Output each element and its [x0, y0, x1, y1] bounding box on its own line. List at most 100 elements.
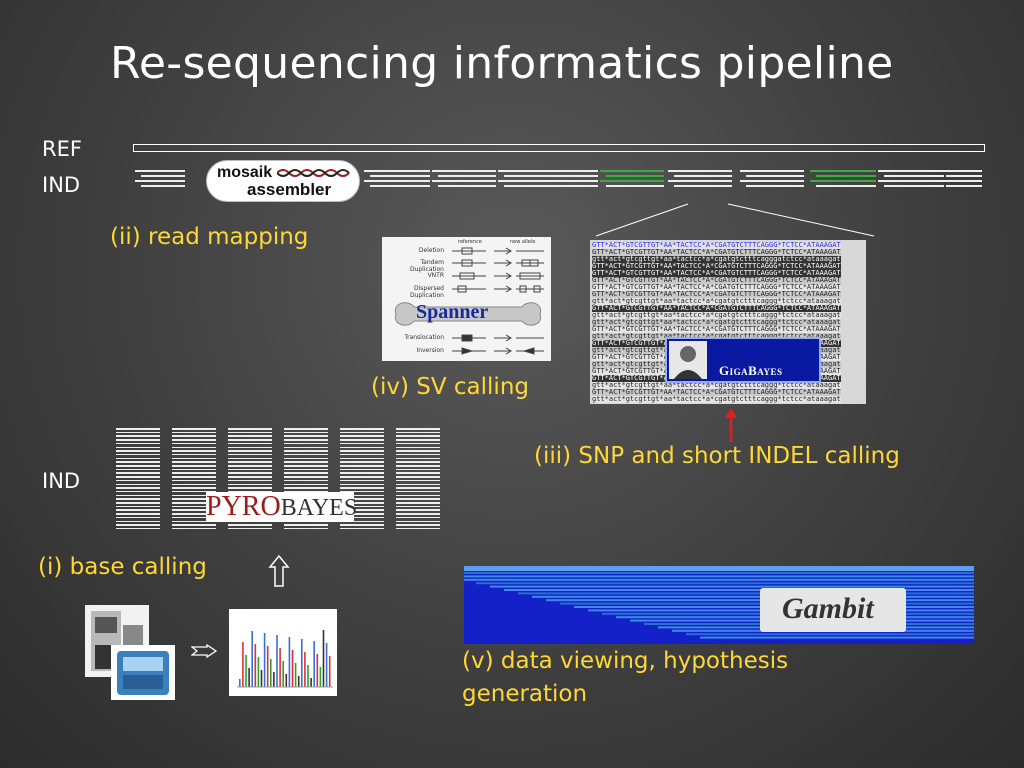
trace-bar — [313, 641, 315, 687]
read-segment — [504, 185, 560, 187]
read-segment — [370, 175, 430, 177]
raw-read-segment — [340, 439, 384, 441]
read-segment — [878, 170, 944, 172]
trace-bar — [260, 670, 263, 687]
read-segment — [536, 170, 598, 172]
gambit-ruler — [464, 566, 974, 571]
raw-read-segment — [228, 465, 272, 467]
raw-read-segment — [228, 468, 272, 471]
red-up-arrow-icon — [725, 408, 737, 442]
read-segment — [816, 175, 876, 177]
gambit-logo-text: Gambit — [782, 592, 874, 625]
raw-read-segment — [284, 457, 328, 460]
sv-row-label: Tandem Duplication — [409, 259, 444, 273]
trace-bar — [254, 644, 257, 687]
raw-read-segment — [228, 472, 272, 474]
sv-row-label: Dispersed Duplication — [409, 285, 444, 299]
wrench-icon — [394, 302, 542, 326]
raw-read-segment — [228, 527, 272, 530]
raw-read-segment — [228, 461, 272, 463]
read-segment — [498, 170, 560, 172]
raw-read-segment — [172, 476, 216, 478]
raw-read-segment — [340, 453, 384, 456]
alignment-row: gtt*act*gtcgttgt*aa*tactcc*a*cgatgtctttc… — [592, 332, 841, 340]
read-segment — [498, 180, 560, 182]
gambit-read-stripe — [504, 589, 974, 591]
raw-read-segment — [172, 505, 216, 508]
sv-row-label: Inversion — [416, 347, 444, 354]
read-segment — [364, 180, 430, 182]
alignment-row: gtt*act*gtcgttgt*aa*tactcc*a*cgatgtctttc… — [592, 311, 841, 319]
trace-bar — [297, 676, 300, 687]
bayes-text: BAYES — [280, 495, 358, 521]
raw-read-segment — [396, 520, 440, 522]
mosaik-logo-text: mosaik — [217, 164, 273, 181]
raw-read-segment — [116, 439, 160, 441]
raw-read-segment — [116, 465, 160, 467]
raw-read-segment — [172, 509, 216, 511]
raw-read-segment — [340, 524, 384, 526]
raw-read-segment — [284, 490, 328, 493]
raw-read-segment — [172, 457, 216, 460]
raw-read-segment — [340, 490, 384, 493]
read-segment — [141, 185, 185, 187]
raw-read-segment — [228, 453, 272, 456]
gambit-read-stripe — [490, 585, 974, 588]
raw-read-segment — [172, 498, 216, 500]
raw-read-segment — [396, 450, 440, 452]
raw-read-segment — [396, 479, 440, 482]
raw-read-segment — [172, 439, 216, 441]
raw-read-segment — [396, 527, 440, 530]
raw-read-segment — [396, 442, 440, 445]
raw-read-segment — [116, 527, 160, 530]
trace-bar — [322, 630, 325, 687]
raw-read-segment — [228, 476, 272, 478]
raw-read-segment — [116, 446, 160, 448]
raw-read-segment — [284, 527, 328, 530]
read-segment — [542, 185, 598, 187]
raw-read-segment — [228, 446, 272, 448]
alignment-row: GTT*ACT*GTCGTTGT*AA*TACTCC*A*CGATGTCTTTC… — [592, 325, 841, 333]
raw-read-segment — [340, 461, 384, 463]
raw-read-segment — [396, 516, 440, 519]
read-segment — [746, 175, 804, 177]
sv-row-label: Translocation — [404, 334, 444, 341]
alignment-row: GTT*ACT*GTCGTTGT*AA*TACTCC*A*CGATGTCTTTC… — [592, 388, 841, 396]
read-segment — [606, 185, 664, 187]
gambit-read-stripe — [686, 633, 974, 636]
raw-read-segment — [228, 442, 272, 445]
raw-read-segment — [396, 505, 440, 508]
raw-read-segment — [116, 498, 160, 500]
step-sv-calling: (iv) SV calling — [371, 374, 529, 400]
read-segment — [810, 170, 876, 172]
sequencer-machine-image — [85, 605, 149, 677]
alignment-row: GTT*ACT*GTCGTTGT*AA*TACTCC*A*CGATGTCTTTC… — [592, 269, 841, 277]
raw-read-segment — [396, 465, 440, 467]
raw-read-segment — [396, 494, 440, 497]
raw-read-segment — [172, 479, 216, 482]
raw-read-segment — [340, 450, 384, 452]
gigabayes-logo-text: GigaBayes — [719, 363, 783, 378]
raw-read-segment — [396, 461, 440, 463]
read-segment — [600, 180, 664, 182]
trace-bars — [237, 630, 333, 688]
raw-read-segment — [284, 442, 328, 445]
raw-read-segment — [396, 483, 440, 485]
raw-read-segment — [340, 513, 384, 515]
raw-read-segment — [396, 435, 440, 437]
trace-bar — [328, 656, 331, 687]
page-title: Re-sequencing informatics pipeline — [110, 38, 894, 89]
raw-read-segment — [340, 468, 384, 471]
trace-bar — [319, 667, 322, 687]
trace-bar — [294, 663, 297, 687]
trace-bar — [263, 633, 266, 687]
raw-read-segment — [116, 450, 160, 452]
read-segment — [740, 180, 804, 182]
gambit-read-stripe — [700, 636, 974, 639]
raw-read-segment — [172, 472, 216, 474]
raw-read-segment — [340, 446, 384, 448]
raw-read-segment — [340, 505, 384, 508]
trace-bar — [279, 648, 281, 687]
raw-read-segment — [116, 457, 160, 460]
signal-trace-chart-image — [229, 609, 337, 696]
